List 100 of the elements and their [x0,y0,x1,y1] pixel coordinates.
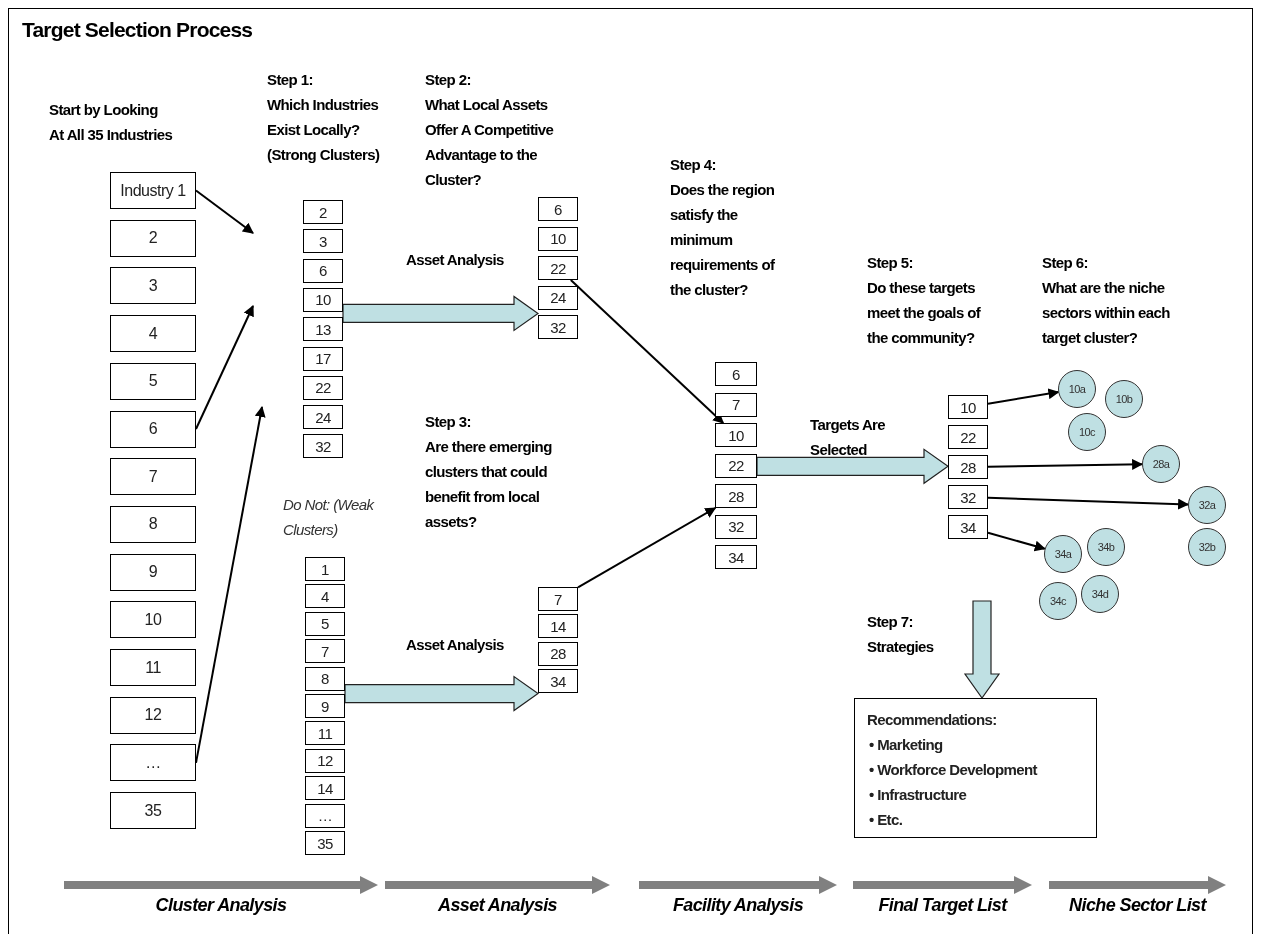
diagram-title: Target Selection Process [22,18,253,42]
industry-box: 2 [110,219,196,257]
niche-circle: 34c [1039,582,1077,620]
industry-box: 9 [110,553,196,591]
cluster-box: 1 [305,557,345,581]
block-arrow [756,448,950,485]
cluster-box: 34 [538,669,578,694]
cluster-box: 34 [948,515,988,539]
niche-circle: 32a [1188,486,1226,524]
cluster-box: 7 [538,587,578,611]
arrow [987,531,1046,552]
step-heading: Step 4: [670,155,717,175]
arrow [577,507,717,589]
cluster-box: 8 [305,666,345,691]
niche-circle: 10c [1068,413,1106,451]
list-item: • Etc. [869,810,904,830]
cluster-box: 10 [303,287,343,312]
niche-circle: 32b [1188,528,1226,566]
niche-circle: 10b [1105,380,1143,418]
arrow [195,189,254,234]
block-arrow [342,295,540,332]
step-question: Are there emerging clusters that could benefit from local assets? [425,437,553,532]
cluster-box: … [305,803,345,828]
cluster-box: 22 [538,256,578,280]
industry-box: 8 [110,505,196,543]
cluster-box: 17 [303,346,343,371]
box-heading: Recommendations: [867,710,998,730]
list-item: • Infrastructure [869,785,968,805]
cluster-box: 24 [538,285,578,310]
cluster-box: 2 [303,200,343,224]
niche-circle: 10a [1058,370,1096,408]
industry-box: 3 [110,267,196,305]
arrow [987,388,1060,405]
cluster-box: 3 [303,229,343,254]
cluster-box: 6 [715,362,757,386]
step-heading: Step 1: [267,70,314,90]
cluster-box: 9 [305,694,345,718]
phase-label: Cluster Analysis [155,894,287,917]
step-heading: Step 7: [867,612,914,632]
cluster-box: 14 [305,776,345,801]
step-question: Strategies [867,637,935,657]
arrow [195,305,254,430]
cluster-box: 32 [303,434,343,459]
cluster-box: 14 [538,614,578,639]
cluster-box: 10 [715,423,757,447]
industry-box: 11 [110,649,196,686]
arrow [569,279,725,424]
phase-label: Niche Sector List [1069,894,1206,917]
block-arrow [963,600,1001,700]
industry-box: 35 [110,792,196,830]
edge-label: Asset Analysis [406,635,505,655]
step-question: What are the niche sectors within each target cluster? [1042,278,1171,348]
niche-circle: 34a [1044,535,1082,573]
cluster-box: 22 [948,425,988,449]
cluster-box: 32 [948,485,988,509]
industry-box: Industry 1 [110,172,196,209]
recommendations-box [854,698,1097,838]
niche-circle: 34d [1081,575,1119,613]
cluster-box: 4 [305,584,345,609]
industry-box: 7 [110,458,196,496]
arrow [987,496,1190,510]
industry-box: 12 [110,696,196,734]
column-heading: Start by Looking At All 35 Industries [49,100,174,145]
cluster-box: 7 [305,639,345,664]
column-heading: Do Not: (Weak Clusters) [283,495,376,540]
phase-label: Final Target List [878,894,1007,917]
industry-box: 4 [110,315,196,353]
cluster-box: 22 [303,375,343,400]
niche-circle: 34b [1087,528,1125,566]
cluster-box: 7 [715,392,757,417]
edge-label: Asset Analysis [406,250,505,270]
cluster-box: 32 [538,315,578,339]
cluster-box: 6 [303,258,343,283]
step-question: Do these targets meet the goals of the community? [867,278,982,348]
arrow [987,458,1144,470]
step-heading: Step 3: [425,412,472,432]
step-heading: Step 2: [425,70,472,90]
phase-label: Facility Analysis [672,894,804,917]
cluster-box: 24 [303,405,343,430]
industry-box: 5 [110,362,196,400]
step-heading: Step 6: [1042,253,1089,273]
industry-box: 10 [110,601,196,639]
cluster-box: 11 [305,721,345,746]
cluster-box: 12 [305,748,345,773]
step-question: Which Industries Exist Locally? (Strong Clusters) [267,95,381,165]
cluster-box: 32 [715,514,757,539]
cluster-box: 22 [715,453,757,478]
cluster-box: 10 [538,226,578,251]
phase-label: Asset Analysis [438,894,557,917]
cluster-box: 34 [715,545,757,569]
cluster-box: 28 [715,484,757,508]
cluster-box: 10 [948,395,988,419]
cluster-box: 28 [538,641,578,666]
list-item: • Workforce Development [869,760,1039,780]
niche-circle: 28a [1142,445,1180,483]
industry-box: … [110,744,196,782]
cluster-box: 6 [538,197,578,221]
step-heading: Step 5: [867,253,914,273]
list-item: • Marketing [869,735,944,755]
arrow [195,405,266,764]
